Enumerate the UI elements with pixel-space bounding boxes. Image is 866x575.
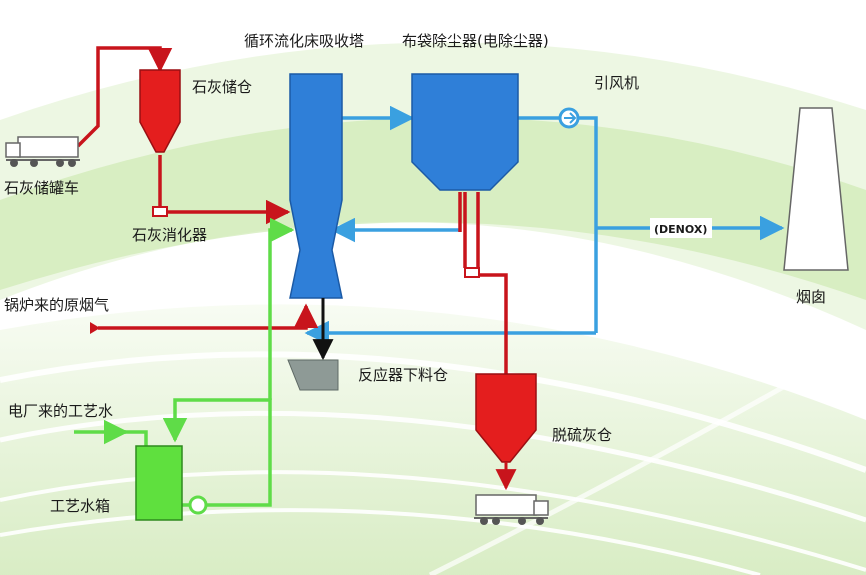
- bag-filter: [411, 73, 519, 191]
- label-raw-flue-gas: 锅炉来的原烟气: [4, 296, 109, 314]
- process-water-lines: [74, 217, 295, 507]
- line-water-riser: [268, 217, 295, 400]
- ash-truck-icon: [474, 494, 549, 525]
- reactor-hopper: [287, 359, 339, 391]
- lime-slaker: [152, 206, 168, 217]
- raw-flue-gas-inlet-icon: [90, 322, 100, 334]
- water-pump: [188, 495, 208, 515]
- lime-lines: [76, 46, 508, 374]
- label-chimney: 烟囱: [796, 288, 826, 306]
- line-water-to-tank: [120, 430, 148, 446]
- line-fan-down: [578, 116, 598, 333]
- label-bag-filter: 布袋除尘器(电除尘器): [402, 32, 549, 50]
- line-truck-to-silo: [76, 46, 173, 148]
- label-water-tank: 工艺水箱: [50, 497, 110, 515]
- label-absorber: 循环流化床吸收塔: [244, 32, 364, 50]
- denox-box: [650, 218, 712, 238]
- fan-arrow-icon: [564, 112, 577, 124]
- label-lime-truck: 石灰储罐车: [4, 179, 79, 197]
- label-process-water-source: 电厂来的工艺水: [8, 402, 113, 420]
- chimney: [783, 107, 849, 271]
- line-raw-flue-gas: [98, 303, 319, 330]
- label-fan: 引风机: [594, 74, 639, 92]
- label-denox: (DENOX): [654, 223, 707, 236]
- label-lime-silo: 石灰储仓: [192, 78, 252, 96]
- line-filter-to-ash: [476, 192, 508, 374]
- lime-silo: [139, 69, 181, 153]
- label-ash-silo: 脱硫灰仓: [552, 426, 612, 444]
- label-reactor-hopper: 反应器下料仓: [358, 366, 448, 384]
- flue-gas-lines: [304, 105, 785, 346]
- lime-truck-icon: [5, 136, 80, 167]
- water-tank: [135, 445, 183, 521]
- absorber-tower: [289, 73, 343, 299]
- label-lime-slaker: 石灰消化器: [132, 226, 207, 244]
- ash-line-valve: [464, 267, 480, 278]
- ash-silo: [475, 373, 537, 463]
